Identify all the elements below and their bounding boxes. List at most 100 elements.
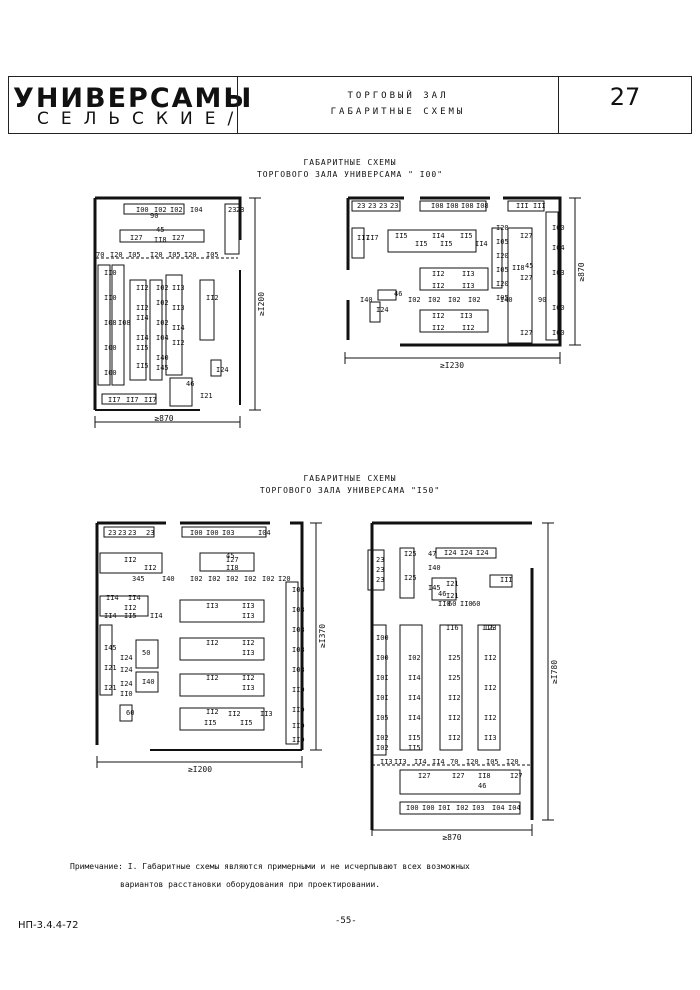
- equipment-label: I45: [428, 584, 441, 592]
- equipment-label: II2: [484, 684, 497, 692]
- equipment-label: II4: [136, 334, 149, 342]
- equipment-label: I00: [552, 329, 565, 337]
- equipment-label: II5: [240, 719, 253, 727]
- equipment-label: 23: [376, 556, 384, 564]
- equipment-label: II2: [136, 304, 149, 312]
- equipment-label: 46: [438, 590, 446, 598]
- equipment-label: I25: [404, 550, 417, 558]
- equipment-label: I20: [184, 251, 197, 259]
- equipment-label: I04: [190, 206, 203, 214]
- equipment-label: II7: [357, 234, 370, 242]
- equipment-label: I24: [216, 366, 229, 374]
- equipment-label: II6: [446, 624, 459, 632]
- equipment-label: I23: [484, 624, 497, 632]
- section-title: ТОРГОВЫЙ ЗАЛ: [347, 91, 449, 101]
- equipment-label: I02: [244, 575, 257, 583]
- plan-100-b: [344, 196, 581, 364]
- equipment-label: I04: [258, 529, 271, 537]
- equipment-label: I05: [496, 238, 509, 246]
- equipment-label: II3: [462, 270, 475, 278]
- equipment-label: II2: [432, 282, 445, 290]
- equipment-label: 46: [478, 782, 486, 790]
- document-code: НП-3.4.4-72: [18, 920, 79, 931]
- equipment-label: I05: [486, 758, 499, 766]
- plan-150-b-height: ≥I780: [550, 660, 559, 684]
- equipment-label: II3: [460, 312, 473, 320]
- equipment-label: II3: [394, 758, 407, 766]
- equipment-label: I08: [292, 646, 305, 654]
- equipment-label: 23: [146, 529, 154, 537]
- plan-100-a: [93, 196, 261, 428]
- equipment-label: I45: [156, 364, 169, 372]
- equipment-label: II4: [475, 240, 488, 248]
- equipment-label: II3: [242, 649, 255, 657]
- equipment-label: II5: [440, 240, 453, 248]
- equipment-label: II4: [136, 314, 149, 322]
- equipment-label: I00: [104, 369, 117, 377]
- plan-150-a-height: ≥I370: [318, 624, 327, 648]
- equipment-label: II2: [242, 639, 255, 647]
- equipment-label: I00: [422, 804, 435, 812]
- equipment-label: II3: [242, 612, 255, 620]
- equipment-label: II0: [438, 600, 451, 608]
- equipment-label: I08: [431, 202, 444, 210]
- equipment-label: I20: [466, 758, 479, 766]
- equipment-label: I20: [278, 575, 291, 583]
- equipment-label: II3: [484, 734, 497, 742]
- equipment-label: I00: [136, 206, 149, 214]
- equipment-label: I25: [448, 674, 461, 682]
- equipment-label: 23: [236, 206, 244, 214]
- equipment-label: II3: [172, 284, 185, 292]
- equipment-label: II2: [206, 294, 219, 302]
- equipment-label: 70: [96, 251, 104, 259]
- equipment-label: 90: [150, 212, 158, 220]
- equipment-label: I0I: [376, 694, 389, 702]
- equipment-label: I04: [492, 804, 505, 812]
- equipment-label: I02: [468, 296, 481, 304]
- equipment-label: II4: [104, 612, 117, 620]
- equipment-label: II0: [292, 722, 305, 730]
- equipment-label: II0: [120, 690, 133, 698]
- equipment-label: 23: [128, 529, 136, 537]
- equipment-label: II2: [172, 339, 185, 347]
- equipment-label: I27: [520, 232, 533, 240]
- equipment-label: 70: [450, 758, 458, 766]
- equipment-label: I24: [376, 306, 389, 314]
- equipment-label: I27: [130, 234, 143, 242]
- note-line1: Примечание: I. Габаритные схемы являются…: [70, 862, 470, 871]
- equipment-label: II5: [395, 232, 408, 240]
- equipment-label: I20: [496, 252, 509, 260]
- section-subtitle: ГАБАРИТНЫЕ СХЕМЫ: [330, 107, 466, 117]
- equipment-label: II3: [242, 684, 255, 692]
- equipment-label: I20: [506, 758, 519, 766]
- equipment-label: I21: [104, 664, 117, 672]
- series-subtitle: СЕЛЬСКИЕ/: [37, 109, 246, 129]
- equipment-label: I00: [552, 224, 565, 232]
- equipment-label: I05: [128, 251, 141, 259]
- equipment-label: I04: [552, 244, 565, 252]
- equipment-label: I27: [510, 772, 523, 780]
- equipment-label: II2: [484, 654, 497, 662]
- equipment-label: II6: [482, 624, 495, 632]
- equipment-label: I00: [406, 804, 419, 812]
- equipment-label: II3: [242, 602, 255, 610]
- equipment-label: I25: [448, 654, 461, 662]
- caption-100-line1: ГАБАРИТНЫЕ СХЕМЫ: [303, 158, 397, 167]
- header-frame: УНИВЕРСАМЫ СЕЛЬСКИЕ/ ТОРГОВЫЙ ЗАЛ ГАБАРИ…: [8, 76, 692, 134]
- equipment-label: I00: [376, 654, 389, 662]
- equipment-label: I02: [156, 319, 169, 327]
- equipment-label: I24: [460, 549, 473, 557]
- equipment-label: II5: [415, 240, 428, 248]
- equipment-label: I20: [496, 280, 509, 288]
- equipment-label: II4: [432, 232, 445, 240]
- equipment-label: I02: [376, 744, 389, 752]
- equipment-label: I27: [172, 234, 185, 242]
- equipment-label: II0: [104, 269, 117, 277]
- equipment-label: II2: [484, 714, 497, 722]
- equipment-label: 50: [142, 649, 150, 657]
- equipment-label: I02: [170, 206, 183, 214]
- equipment-label: II4: [106, 594, 119, 602]
- equipment-label: II2: [124, 556, 137, 564]
- equipment-label: 46: [186, 380, 194, 388]
